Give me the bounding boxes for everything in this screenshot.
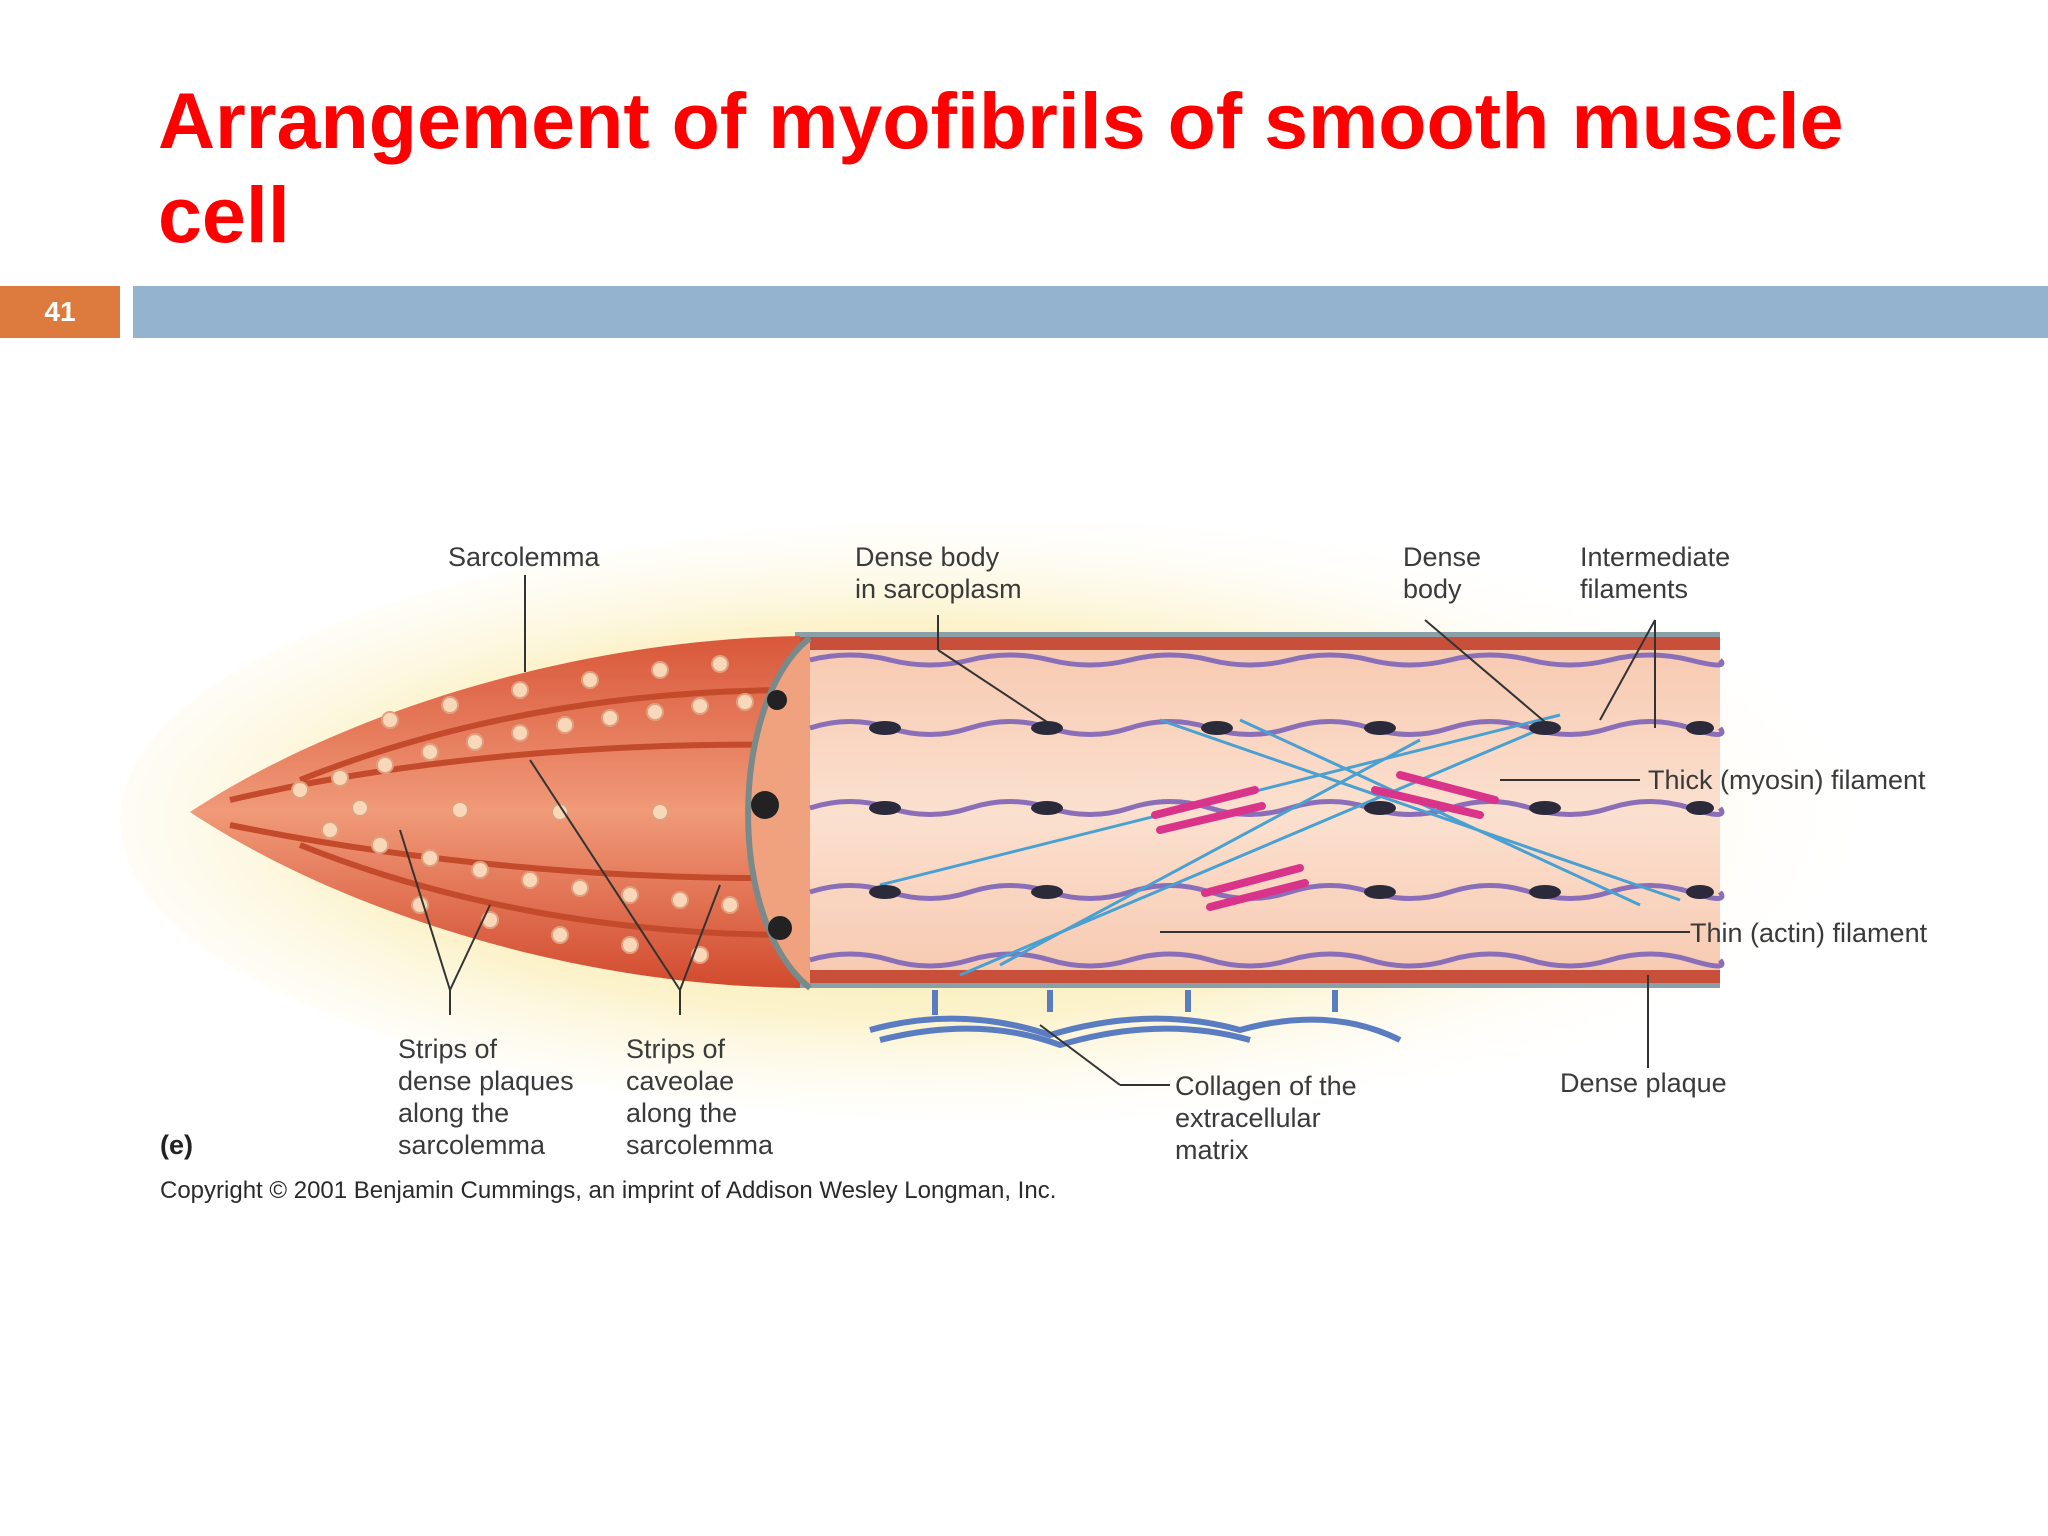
- label-dense-plaques-1: Strips of: [398, 1034, 498, 1064]
- label-dense-body-sarcoplasm-1: Dense body: [855, 542, 1000, 572]
- label-intermediate-filaments-1: Intermediate: [1580, 542, 1730, 572]
- header-bar: [133, 286, 2048, 338]
- label-dense-body-sarcoplasm-2: in sarcoplasm: [855, 574, 1022, 604]
- dense-bodies: [869, 721, 1714, 899]
- cell-tip: [190, 636, 800, 988]
- thick-myosin-filaments: [1151, 771, 1499, 911]
- dense-plaque-strips: [229, 687, 796, 938]
- label-collagen-3: matrix: [1175, 1135, 1249, 1165]
- collagen-matrix: [869, 990, 1402, 1049]
- label-thick-filament: Thick (myosin) filament: [1648, 765, 1926, 795]
- sarcolemma-top: [795, 636, 1720, 650]
- label-caveolae-2: caveolae: [626, 1066, 734, 1096]
- label-collagen-1: Collagen of the: [1175, 1071, 1357, 1101]
- label-dense-plaques-3: along the: [398, 1098, 509, 1128]
- sarcolemma-bottom-edge: [795, 983, 1720, 988]
- sarcolemma-bottom: [795, 970, 1720, 984]
- label-caveolae-4: sarcolemma: [626, 1130, 774, 1160]
- label-thin-filament: Thin (actin) filament: [1690, 918, 1928, 948]
- label-intermediate-filaments-2: filaments: [1580, 574, 1688, 604]
- label-dense-plaques-2: dense plaques: [398, 1066, 574, 1096]
- label-dense-plaques-4: sarcolemma: [398, 1130, 546, 1160]
- copyright-text: Copyright © 2001 Benjamin Cummings, an i…: [160, 1177, 1056, 1204]
- label-dense-plaque: Dense plaque: [1560, 1068, 1727, 1098]
- cut-face-dense-bodies: [751, 690, 792, 940]
- label-caveolae-3: along the: [626, 1098, 737, 1128]
- caveolae-dots: [291, 655, 754, 964]
- panel-label: (e): [160, 1130, 193, 1160]
- sarcolemma-top-edge: [795, 632, 1720, 637]
- cut-face: [745, 635, 812, 991]
- label-caveolae-1: Strips of: [626, 1034, 726, 1064]
- label-dense-body-1: Dense: [1403, 542, 1481, 572]
- label-sarcolemma: Sarcolemma: [448, 542, 601, 572]
- label-dense-body-2: body: [1403, 574, 1462, 604]
- slide-title: Arrangement of myofibrils of smooth musc…: [158, 76, 1844, 259]
- leader-lines: [399, 575, 1690, 1086]
- label-collagen-2: extracellular: [1175, 1103, 1321, 1133]
- slide-number: 41: [0, 286, 120, 338]
